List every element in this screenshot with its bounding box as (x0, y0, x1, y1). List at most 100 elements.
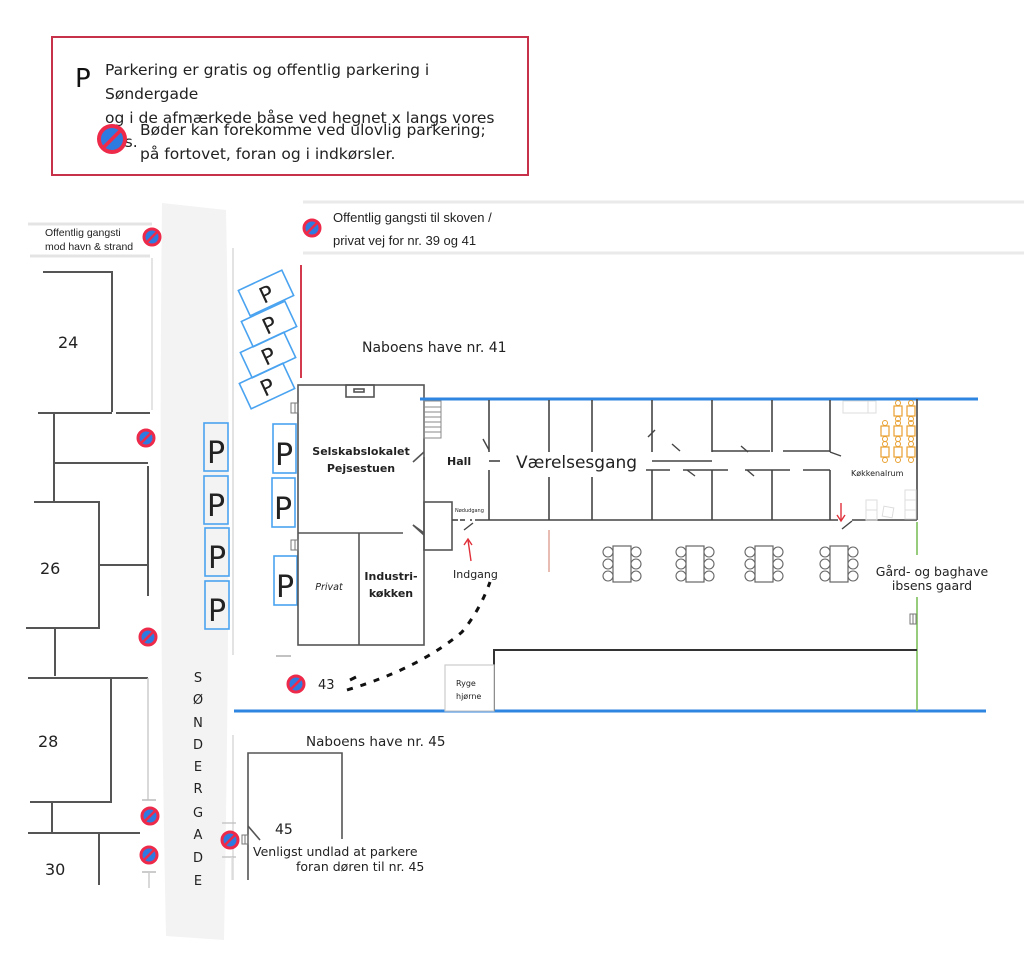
no-parking-sign-icon (286, 674, 306, 694)
no-parking-sign-icon (220, 830, 240, 850)
parking-bay (237, 269, 295, 317)
parking-bay-label: P (257, 374, 280, 402)
svg-text:N: N (193, 716, 203, 731)
fireplace (345, 384, 375, 398)
neighbor-45-label: Naboens have nr. 45 (306, 734, 445, 750)
stairs (423, 400, 442, 439)
emergency-exit-label: Nødudgang (455, 508, 484, 514)
left-path-label-line2: mod havn & strand (45, 241, 133, 253)
smoking-corner (444, 664, 495, 712)
kitchen-label-line1: Industri- (364, 570, 417, 583)
smoking-corner-label-line1: Ryge (456, 679, 476, 688)
parking-bay (204, 527, 230, 577)
parking-bay-label: P (208, 541, 226, 576)
hall-label: Hall (447, 455, 471, 468)
house-28 (28, 677, 149, 833)
parking-bay-label: P (207, 436, 225, 471)
fine-info-line2: på fortovet, foran og i indkørsler. (140, 145, 396, 163)
fence-parking-bays (271, 423, 298, 606)
house-number-28: 28 (38, 732, 58, 751)
private-room-label: Privat (315, 582, 344, 593)
parking-bay-label: P (208, 594, 226, 629)
no-parking-sign-icon (138, 627, 158, 647)
left-path (28, 222, 153, 410)
kitchen-alrum-label: Køkkenalrum (851, 469, 904, 478)
parking-bay (271, 477, 296, 528)
street-sondergade (160, 203, 229, 940)
parking-info-line1: Parkering er gratis og offentlig parkeri… (105, 61, 430, 103)
parking-bay-label: P (276, 570, 294, 605)
entrance-label: Indgang (453, 568, 498, 581)
parking-bay-label: P (274, 492, 292, 527)
kitchen-furniture (842, 399, 917, 521)
entrance-arrow-icon (463, 537, 473, 562)
table (744, 545, 784, 583)
yard-label-line1: Gård- og baghave (876, 564, 989, 579)
no-parking-sign-icon (302, 218, 322, 238)
house-24 (38, 271, 150, 414)
yard-label-line2: ibsens gaard (892, 578, 972, 593)
party-room-label-line1: Selskabslokalet (312, 445, 409, 458)
table (675, 545, 715, 583)
left-path-label-line1: Offentlig gangsti (45, 227, 121, 239)
kitchen-label-line2: køkken (369, 587, 413, 600)
no-parking-sign-icon (136, 428, 156, 448)
top-path-label-line2: privat vej for nr. 39 og 41 (333, 233, 476, 248)
svg-text:R: R (193, 782, 202, 797)
legend-box: P Parkering er gratis og offentlig parke… (51, 36, 529, 176)
parking-bay-label: P (275, 438, 293, 473)
main-building (297, 384, 453, 646)
no-parking-sign-icon (142, 227, 162, 247)
door-swings (463, 429, 853, 531)
svg-text:D: D (193, 851, 203, 866)
parking-bay-label: P (259, 312, 282, 340)
house-26 (26, 413, 149, 676)
parking-bay (238, 362, 296, 410)
fine-info-line1: Bøder kan forekomme ved ulovlig parkerin… (140, 121, 486, 139)
party-room-label-line2: Pejsestuen (327, 462, 395, 475)
house-number-30: 30 (45, 860, 65, 879)
parking-bay-label: P (207, 489, 225, 524)
table (602, 545, 642, 583)
fine-info: Bøder kan forekomme ved ulovlig parkerin… (140, 118, 486, 166)
house-number-26: 26 (40, 559, 60, 578)
door-marks (290, 402, 299, 551)
house-number-45: 45 (275, 822, 293, 838)
outbuilding (493, 649, 917, 711)
parking-bay (273, 555, 298, 606)
parking-symbol: P (75, 64, 91, 94)
svg-text:S: S (194, 671, 202, 686)
smoking-corner-label-line2: hjørne (456, 692, 481, 701)
top-path (303, 200, 1024, 255)
house-number-24: 24 (58, 333, 78, 352)
no-parking-sign-icon (140, 806, 160, 826)
corridor-label: Værelsesgang (516, 453, 637, 473)
no-parking-sign-icon (139, 845, 159, 865)
dining-tables (602, 545, 859, 583)
house-30 (28, 832, 140, 885)
street-name: S Ø N D E R G A D E (193, 671, 203, 889)
note-45-line1: Venligst undlad at parkere (253, 844, 418, 859)
exit-arrow-icon (836, 503, 846, 523)
parking-bay (204, 580, 230, 630)
top-path-label-line1: Offentlig gangsti til skoven / (333, 210, 492, 225)
svg-text:E: E (194, 874, 202, 889)
no-parking-sign-icon (97, 124, 127, 154)
parking-bay-label: P (258, 343, 281, 371)
angled-parking-bays: P P P P (237, 269, 298, 410)
svg-text:D: D (193, 738, 203, 753)
parking-bay (203, 422, 229, 472)
neighbor-41-label: Naboens have nr. 41 (362, 340, 507, 356)
svg-text:A: A (194, 828, 203, 843)
room-wing (452, 399, 918, 521)
table (819, 545, 859, 583)
house-number-43: 43 (318, 678, 335, 693)
note-45-line2: foran døren til nr. 45 (296, 859, 424, 874)
svg-text:G: G (193, 806, 203, 821)
svg-text:E: E (194, 760, 202, 775)
parking-bay (203, 475, 229, 525)
parking-bay (272, 423, 297, 474)
street-parking-bays (203, 422, 230, 630)
svg-text:Ø: Ø (193, 693, 203, 708)
